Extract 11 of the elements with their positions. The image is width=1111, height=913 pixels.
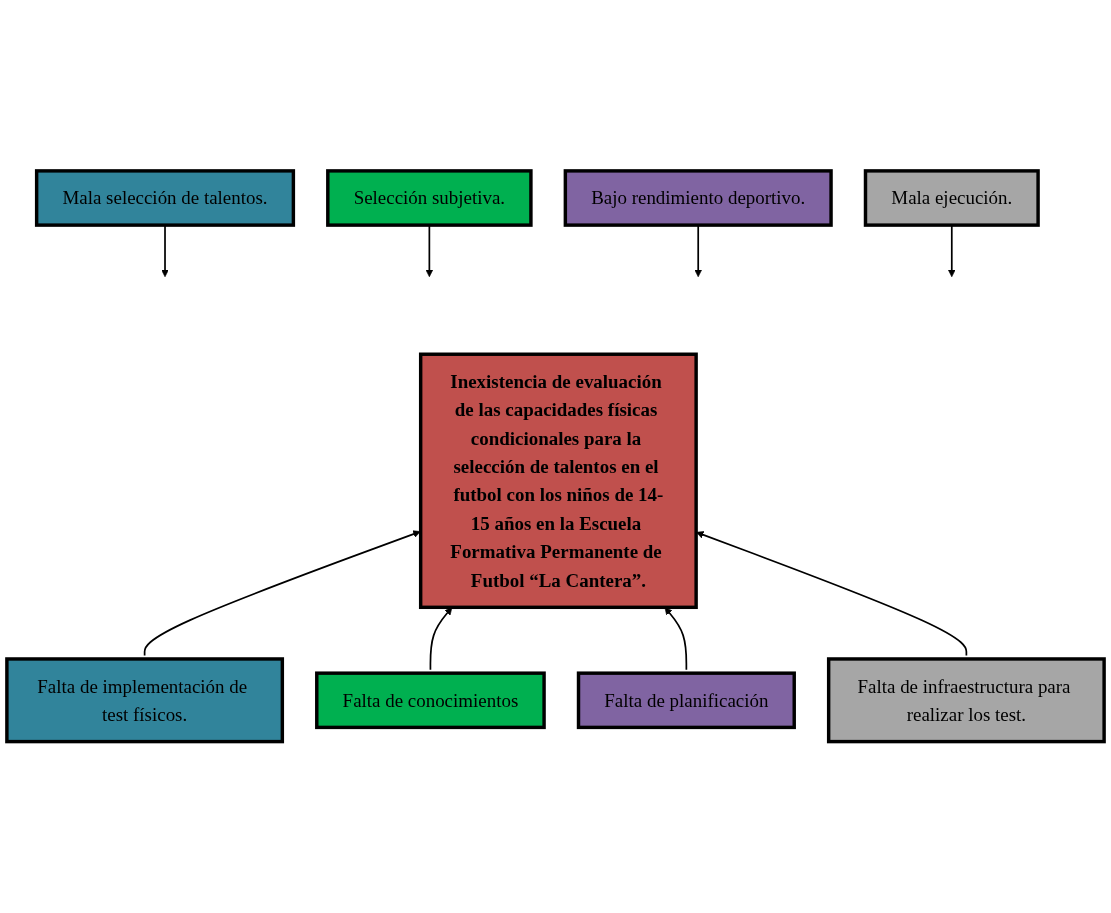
node-box: Selección subjetiva. [326, 169, 533, 228]
arrow [664, 607, 688, 671]
node-box: Mala selección de talentos. [34, 169, 296, 228]
node-box: Bajo rendimiento deportivo. [563, 169, 833, 228]
node-box: Falta de implementación de test físicos. [5, 657, 285, 744]
node-box: Falta de planificación [576, 671, 796, 730]
node-box: Inexistencia de evaluación de las capacidades físicas condicionales para la selección de talentos en el futbol con los niños de 14-15 años en la Escuela Formativa Permanente de Futbol “La Cantera”. [418, 352, 698, 610]
node-box: Falta de infraestructura para realizar los test. [826, 657, 1106, 744]
node-box: Mala ejecución. [863, 169, 1040, 228]
arrow [429, 607, 453, 671]
node-box: Falta de conocimientos [315, 671, 546, 730]
